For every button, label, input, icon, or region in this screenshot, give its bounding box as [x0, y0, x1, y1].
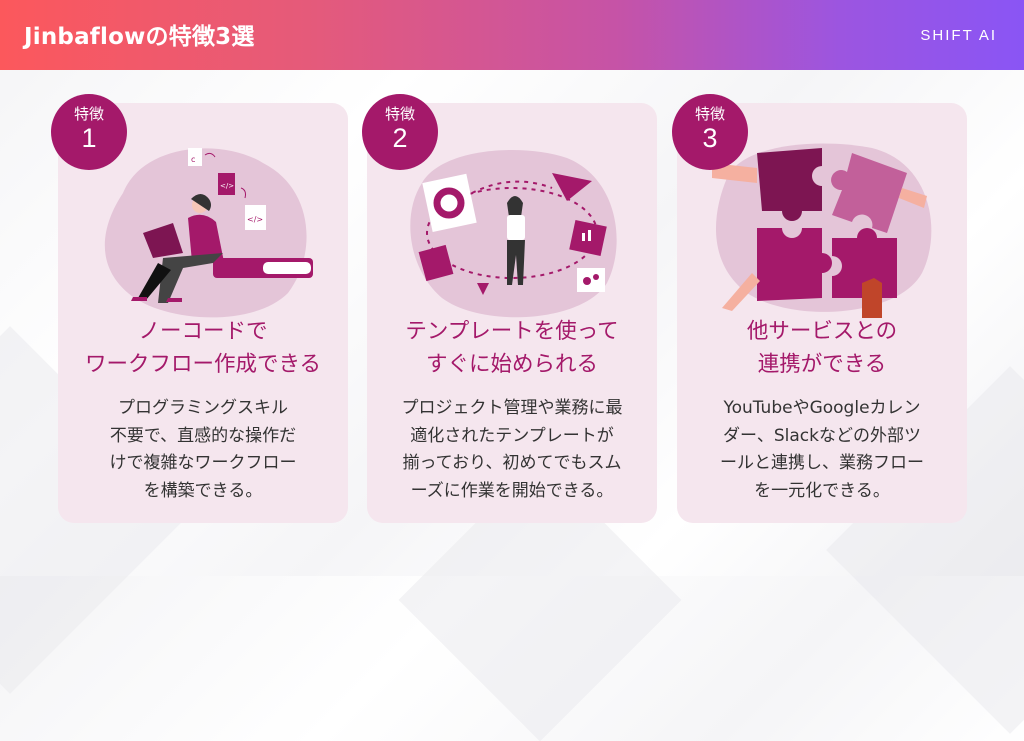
desc-line: を構築できる。 [143, 480, 263, 501]
title-line: テンプレートを使って [405, 319, 619, 344]
desc-line: YouTubeやGoogleカレン [723, 398, 921, 418]
templates-illustration [410, 150, 617, 318]
brand-logo: SHIFT AI [920, 27, 997, 44]
feature-description: YouTubeやGoogleカレン ダー、Slackなどの外部ツ ールと連携し、… [677, 395, 967, 505]
desc-line: プログラミングスキル [118, 398, 288, 418]
title-line: 他サービスとの [746, 319, 898, 344]
feature-badge-1: 特徴 1 [51, 94, 127, 170]
desc-line: 揃っており、初めてでもスム [402, 453, 622, 473]
badge-label: 特徴 [73, 105, 104, 123]
desc-line: けで複雑なワークフロー [109, 453, 297, 473]
feature-description: プログラミングスキル 不要で、直感的な操作だ けで複雑なワークフロー を構築でき… [58, 395, 348, 505]
page-title: Jinbaflowの特徴3選 [24, 24, 255, 50]
desc-line: ールと連携し、業務フロー [720, 453, 924, 473]
badge-number: 3 [702, 123, 718, 153]
desc-line: ダー、Slackなどの外部ツ [723, 425, 921, 446]
badge-number: 1 [81, 123, 97, 153]
svg-text:</>: </> [220, 182, 234, 190]
header-bar: Jinbaflowの特徴3選 SHIFT AI [0, 0, 1024, 70]
feature-card-2: 特徴 2 テンプレートを使って すぐに始められる プロジェクト管理や業務に最 適… [362, 94, 657, 523]
svg-text:</>: </> [247, 215, 263, 224]
badge-label: 特徴 [384, 105, 415, 123]
feature-card-1: c </> </> 特徴 1 ノーコードで ワークフロー作成できる プログラミン… [51, 94, 348, 523]
badge-label: 特徴 [694, 105, 725, 123]
desc-line: 適化されたテンプレートが [410, 425, 614, 446]
puzzle-illustration [712, 143, 932, 318]
feature-card-3: 特徴 3 他サービスとの 連携ができる YouTubeやGoogleカレン ダー… [672, 94, 967, 523]
feature-title: ノーコードで ワークフロー作成できる [58, 315, 348, 381]
title-line: 連携ができる [757, 352, 887, 377]
feature-badge-3: 特徴 3 [672, 94, 748, 170]
desc-line: を一元化できる。 [754, 480, 890, 501]
woman-laptop-illustration: c </> </> [104, 148, 313, 318]
desc-line: ーズに作業を開始できる。 [410, 480, 614, 501]
desc-line: 不要で、直感的な操作だ [109, 425, 297, 446]
feature-title: 他サービスとの 連携ができる [677, 315, 967, 381]
title-line: ワークフロー作成できる [84, 352, 322, 377]
feature-title: テンプレートを使って すぐに始められる [367, 315, 657, 381]
svg-text:c: c [191, 155, 195, 164]
title-line: すぐに始められる [425, 352, 598, 377]
feature-badge-2: 特徴 2 [362, 94, 438, 170]
desc-line: プロジェクト管理や業務に最 [401, 398, 623, 418]
title-line: ノーコードで [138, 319, 268, 344]
feature-description: プロジェクト管理や業務に最 適化されたテンプレートが 揃っており、初めてでもスム… [367, 395, 657, 505]
badge-number: 2 [392, 123, 408, 153]
